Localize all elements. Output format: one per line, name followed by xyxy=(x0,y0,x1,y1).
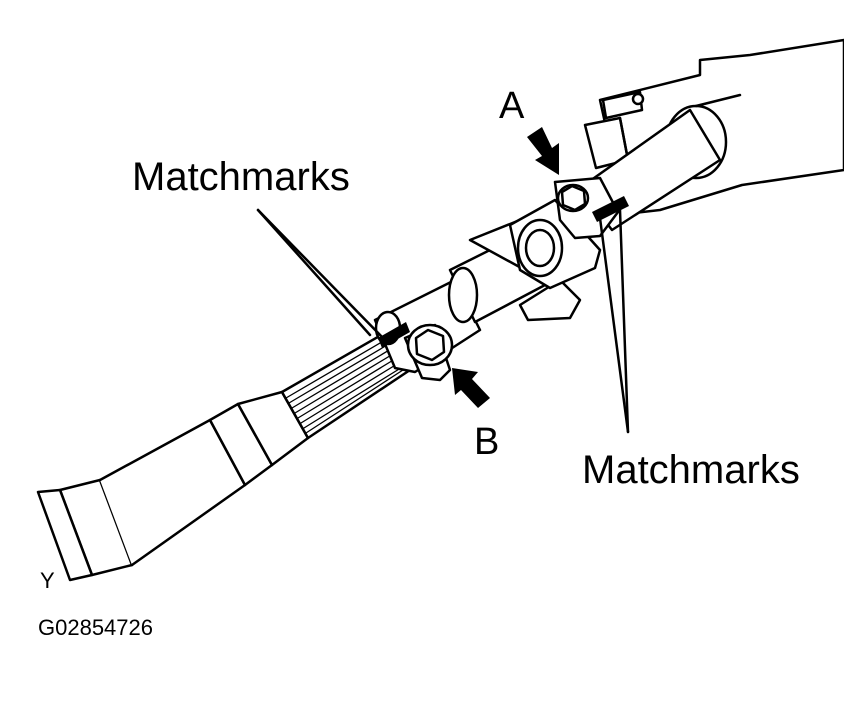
matchmarks-label-left: Matchmarks xyxy=(132,155,350,199)
figure-code: G02854726 xyxy=(38,615,153,640)
view-marker-label: Y xyxy=(40,568,55,593)
spline-lines xyxy=(285,335,407,434)
universal-joint xyxy=(468,198,602,322)
arrow-down-right-icon xyxy=(527,127,559,175)
leader-left-2 xyxy=(256,208,387,342)
arrow-up-left-icon xyxy=(452,368,490,408)
bolt-b-label: B xyxy=(474,421,499,463)
bolt-a xyxy=(556,183,590,213)
bolt-a-label: A xyxy=(499,85,525,127)
bolt-b xyxy=(406,323,454,367)
matchmark-left xyxy=(378,322,410,348)
matchmarks-label-right: Matchmarks xyxy=(582,448,800,492)
leader-right-2 xyxy=(618,208,630,434)
lower-steering-column xyxy=(36,390,310,582)
leader-right-1 xyxy=(598,216,630,434)
matchmark-right xyxy=(592,196,629,222)
